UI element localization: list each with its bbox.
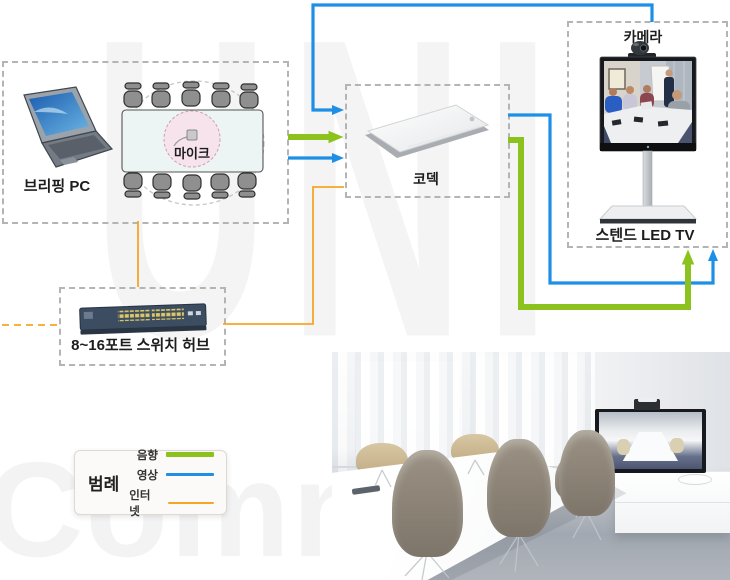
briefing-pc-label: 브리핑 PC (23, 178, 91, 195)
video-line-swatch (166, 473, 214, 476)
internet-line-swatch (167, 501, 214, 504)
photo-chair (558, 429, 615, 517)
photo-chair (391, 450, 464, 558)
camera-tv-box (567, 21, 728, 248)
legend-video-label: 영상 (136, 469, 158, 482)
conference-room-photo (332, 352, 730, 580)
switch-hub-label: 8~16포트 스위치 허브 (71, 337, 210, 354)
photo-credenza-seam (614, 502, 730, 504)
stand-led-tv-label: 스텐드 LED TV (595, 227, 695, 244)
switch-hub-box (59, 287, 226, 366)
legend-internet-label: 인터넷 (129, 489, 151, 518)
audio-line-swatch (166, 452, 214, 457)
microphone-label: 마이크 (174, 146, 210, 161)
legend-title: 범례 (88, 475, 120, 494)
photo-cable (678, 473, 713, 486)
legend-audio-label: 음향 (136, 449, 158, 462)
photo-camera (634, 398, 661, 411)
meeting-room-box (2, 61, 289, 224)
photo-tv-screen-chair (670, 437, 685, 454)
codec-label: 코덱 (413, 171, 439, 187)
photo-tv-screen-chair (616, 438, 631, 455)
camera-label: 카메라 (623, 29, 663, 45)
photo-chair (487, 438, 551, 537)
legend-item-internet: 인터넷 (129, 487, 214, 519)
legend-rows: 음향 영상 인터넷 (129, 447, 226, 519)
photo-camera-top (637, 398, 657, 402)
legend-item-audio: 음향 (129, 447, 214, 463)
legend-item-video: 영상 (129, 467, 214, 483)
legend-box: 범례 음향 영상 인터넷 (74, 450, 227, 518)
